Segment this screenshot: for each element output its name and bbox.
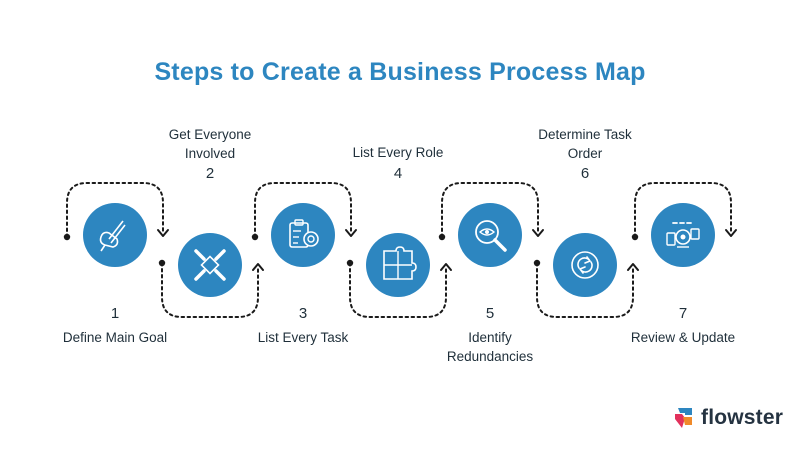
step-1-label: Define Main Goal bbox=[62, 330, 168, 345]
step-3-circle bbox=[271, 203, 335, 267]
connector-5-start-dot bbox=[438, 233, 446, 241]
connector-3-start-dot bbox=[251, 233, 259, 241]
step-5-label: Identify Redundancies bbox=[446, 330, 534, 364]
connector-2-arrowhead bbox=[252, 263, 264, 271]
connector-6 bbox=[536, 262, 634, 318]
step-1-number: 1 bbox=[110, 305, 120, 322]
connector-4 bbox=[349, 262, 447, 318]
clipboard-target-icon bbox=[289, 219, 319, 248]
brand-logo: flowster bbox=[672, 405, 783, 431]
page-title: Steps to Create a Business Process Map bbox=[154, 58, 646, 86]
step-5-circle bbox=[458, 203, 522, 267]
connector-7-start-dot bbox=[631, 233, 639, 241]
step-2-circle bbox=[178, 233, 242, 297]
step-3-number: 3 bbox=[298, 305, 308, 322]
connector-1 bbox=[66, 182, 164, 238]
brand-name: flowster bbox=[701, 406, 784, 429]
connector-6-arrowhead bbox=[627, 263, 639, 271]
step-5-number: 5 bbox=[485, 305, 495, 322]
connector-1-start-dot bbox=[63, 233, 71, 241]
pen-hand-icon bbox=[99, 220, 126, 252]
connector-6-start-dot bbox=[533, 259, 541, 267]
connector-4-start-dot bbox=[346, 259, 354, 267]
connector-7 bbox=[634, 182, 732, 238]
step-7-number: 7 bbox=[678, 305, 688, 322]
puzzle-icon bbox=[383, 246, 417, 280]
connector-7-arrowhead bbox=[725, 229, 737, 237]
step-6-label: Determine Task Order bbox=[538, 127, 632, 161]
connector-3-arrowhead bbox=[345, 229, 357, 237]
flowster-logo-icon bbox=[675, 408, 692, 428]
step-1-circle bbox=[83, 203, 147, 267]
step-3-label: List Every Task bbox=[257, 330, 349, 345]
dotted-connectors bbox=[63, 182, 737, 318]
cycle-arrows-icon bbox=[571, 251, 599, 279]
step-7-circle bbox=[651, 203, 715, 267]
connector-4-arrowhead bbox=[440, 263, 452, 271]
step-circles bbox=[83, 203, 715, 297]
step-7-label: Review & Update bbox=[630, 330, 736, 345]
connector-5-arrowhead bbox=[532, 229, 544, 237]
step-2-label: Get Everyone Involved bbox=[168, 127, 252, 161]
magnify-eye-icon bbox=[475, 220, 507, 252]
step-4-circle bbox=[366, 233, 430, 297]
connector-5 bbox=[441, 182, 539, 238]
step-6-number: 6 bbox=[580, 165, 590, 182]
connector-3 bbox=[254, 182, 352, 238]
dashboard-gear-icon bbox=[666, 222, 700, 248]
step-6-circle bbox=[553, 233, 617, 297]
step-4-label: List Every Role bbox=[352, 145, 444, 160]
step-2-number: 2 bbox=[205, 165, 215, 182]
connector-2-start-dot bbox=[158, 259, 166, 267]
team-hands-icon bbox=[194, 249, 226, 281]
connector-1-arrowhead bbox=[157, 229, 169, 237]
step-4-number: 4 bbox=[393, 165, 403, 182]
connector-2 bbox=[161, 262, 259, 318]
